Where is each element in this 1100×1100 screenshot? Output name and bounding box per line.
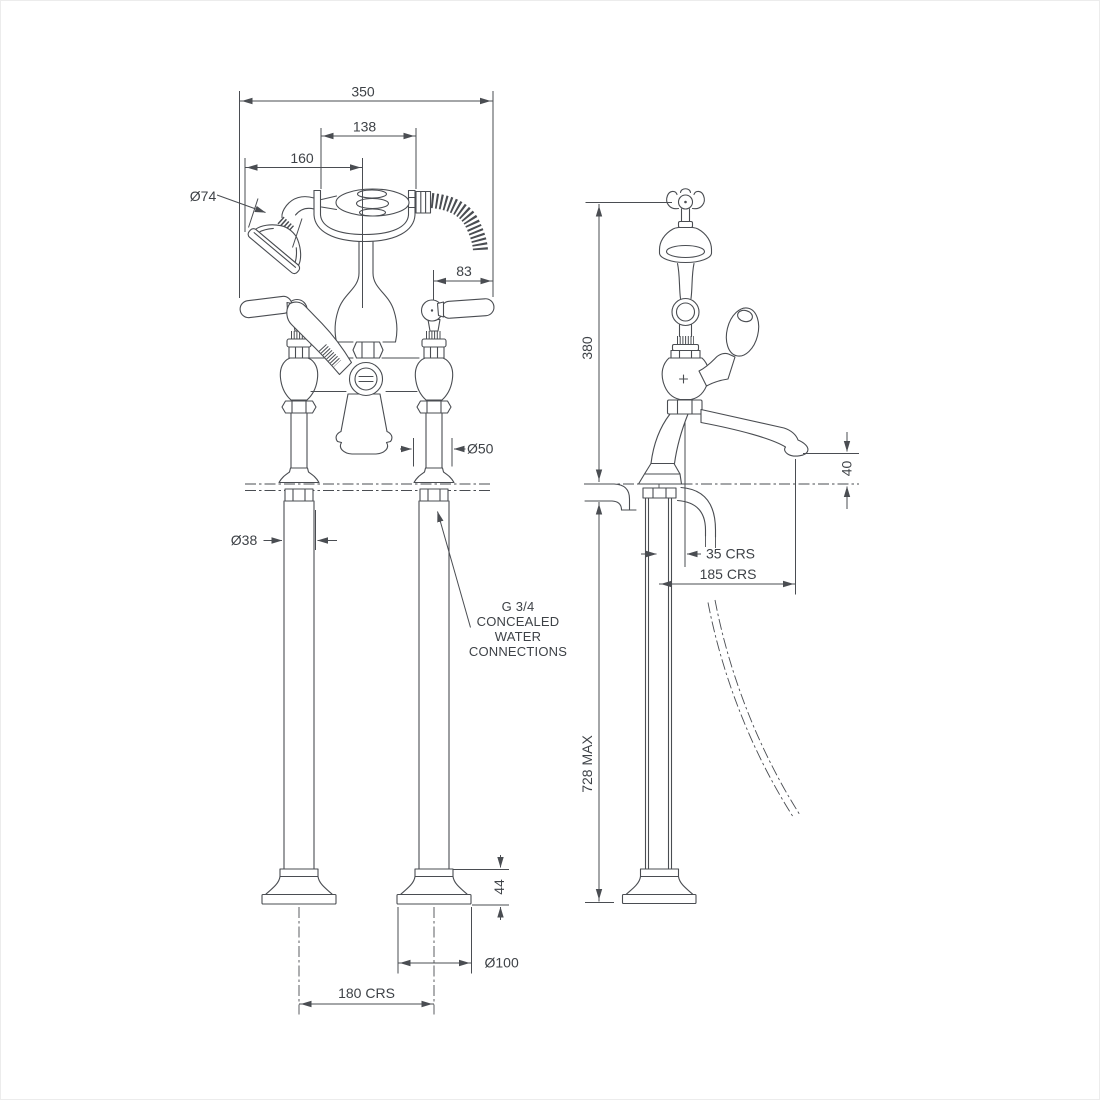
front-valve-nuts [281,400,452,414]
front-right-valve-top [420,298,495,359]
dim-pipe-centres: 180 CRS [298,907,435,1015]
front-valve-bodies [279,357,454,401]
hose-connector [415,190,432,214]
note-line-3: WATER [495,629,542,644]
dim-lever-projection: 83 [433,263,493,300]
front-centre-column [334,241,398,359]
dim-handset-to-hose: 138 [320,119,417,189]
dim-base-diameter: Ø100 [397,907,519,974]
dim-label-d74: Ø74 [190,188,217,204]
cradle-hook-finial [666,188,705,210]
side-spout [666,399,809,457]
front-spout [335,393,393,455]
note-line-2: CONCEALED [477,614,560,629]
dim-label-d38: Ø38 [231,532,258,548]
dim-cover-diameter: Ø50 [400,438,494,467]
left-lever-handle [239,295,293,319]
shower-hose [430,193,488,253]
front-handset [247,188,488,275]
right-lever-handle [440,298,495,319]
side-standpipe [621,497,697,905]
side-handset-column [658,188,713,359]
front-dimensions: 350 138 160 [190,84,567,1015]
dim-spout-height: 40 [803,432,859,509]
dim-head-diameter: Ø74 [190,188,303,248]
dim-label-160: 160 [290,150,314,166]
dim-pipe-diameter: Ø38 [231,510,337,550]
dim-label-d100: Ø100 [485,955,519,971]
dim-spout-projection: 185 CRS [659,459,796,595]
handset-head [247,224,302,275]
dim-max-height: 728 MAX [579,502,614,903]
dim-label-728max: 728 MAX [579,735,595,793]
connection-elbows [584,483,717,549]
handset-grip [335,188,410,217]
dim-label-d50: Ø50 [467,441,494,457]
front-view: 350 138 160 [190,84,567,1015]
front-rim-lines [245,483,490,491]
dim-base-height: 44 [453,855,509,920]
dim-label-185crs: 185 CRS [700,566,757,582]
note-line-1: G 3/4 [502,599,535,614]
front-cover-flares [278,412,455,484]
side-rim-connector [637,413,689,499]
front-diverter [286,301,384,397]
dim-label-350: 350 [351,84,375,100]
side-handset-head [658,226,713,264]
side-valve-body [661,357,710,401]
dim-label-180crs: 180 CRS [338,985,395,1001]
dim-label-380: 380 [579,336,595,360]
note-line-4: CONNECTIONS [469,644,567,659]
dim-label-138: 138 [353,119,377,135]
bath-profile-curve [707,599,801,818]
side-lever [698,307,760,387]
dim-label-83: 83 [456,263,472,279]
dim-label-35crs: 35 CRS [706,546,755,562]
side-dimensions: 380 728 MAX 40 [579,202,859,903]
handset-collar [277,216,295,233]
side-view: 380 728 MAX 40 [579,188,859,905]
dim-height-above-rim: 380 [579,202,672,482]
dim-overall-width: 350 [239,84,494,298]
dim-handset-to-centre: 160 [244,150,363,308]
dim-label-44: 44 [491,879,507,895]
front-rim-connectors [284,488,449,502]
note-concealed-connections: G 3/4 CONCEALED WATER CONNECTIONS [437,511,567,659]
front-standpipes [261,500,472,905]
dim-label-40: 40 [839,461,855,477]
dim-connection-offset: 35 CRS [641,422,755,567]
